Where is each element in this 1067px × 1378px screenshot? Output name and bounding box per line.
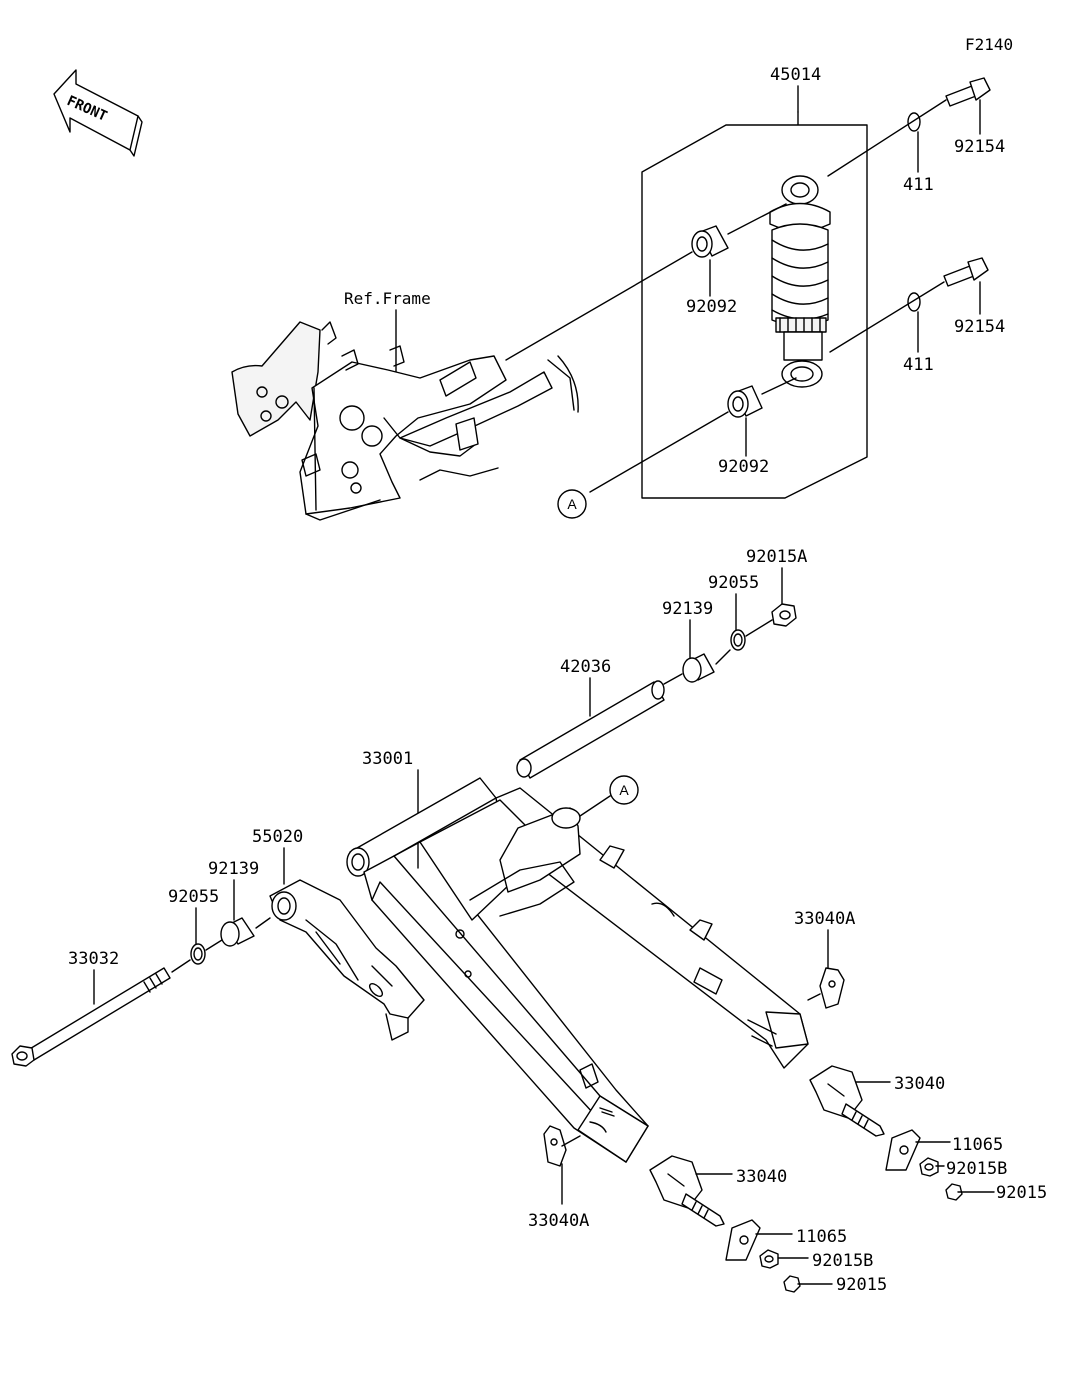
- label-92015-right: 92015: [996, 1183, 1047, 1203]
- label-33040-left: 33040: [736, 1167, 787, 1187]
- label-92015A: 92015A: [746, 547, 807, 567]
- adjuster-right: [809, 1065, 885, 1137]
- label-33001: 33001: [362, 749, 413, 769]
- frame-reference: [231, 321, 579, 521]
- nut-b-left: [759, 1249, 779, 1269]
- nut-pivot: [771, 603, 797, 627]
- nut-b-right: [919, 1157, 939, 1177]
- marker-a-lower: [609, 775, 639, 805]
- label-92055-right: 92055: [708, 573, 759, 593]
- swingarm: [346, 777, 809, 1163]
- pivot-shaft: [11, 967, 171, 1067]
- label-55020: 55020: [252, 827, 303, 847]
- nut-right: [945, 1183, 963, 1201]
- collar-left: [220, 917, 255, 947]
- bushing-bottom: [727, 385, 763, 418]
- label-45014: 45014: [770, 65, 821, 85]
- label-33040A-left: 33040A: [528, 1211, 589, 1231]
- label-11065-left: 11065: [796, 1227, 847, 1247]
- bracket-left: [725, 1219, 761, 1261]
- adjuster-left: [649, 1155, 725, 1227]
- label-92154-top: 92154: [954, 137, 1005, 157]
- marker-a-lower-label: A: [619, 782, 629, 798]
- shock-bolt-bottom: [943, 257, 989, 287]
- pivot-sleeve: [516, 680, 665, 779]
- label-33040A-right: 33040A: [794, 909, 855, 929]
- oring-left: [190, 943, 206, 965]
- nut-left: [783, 1275, 801, 1293]
- bushing-top: [691, 225, 729, 258]
- shock-bracket-outline: [641, 111, 868, 499]
- ref-frame-label: Ref.Frame: [344, 289, 431, 308]
- label-411-bottom: 411: [903, 355, 934, 375]
- label-33040-right: 33040: [894, 1074, 945, 1094]
- label-92139-left: 92139: [208, 859, 259, 879]
- label-92015B-right: 92015B: [946, 1159, 1007, 1179]
- label-92055-left: 92055: [168, 887, 219, 907]
- oring-right: [730, 629, 746, 651]
- label-92139-right: 92139: [662, 599, 713, 619]
- marker-a-upper-label: A: [567, 496, 577, 512]
- bracket-right: [885, 1129, 921, 1171]
- figure-code: F2140: [965, 35, 1013, 54]
- front-arrow-icon: FRONT: [53, 69, 143, 157]
- collar-right: [682, 653, 715, 683]
- shock-absorber: [769, 175, 831, 388]
- marker-a-upper: [557, 489, 587, 519]
- label-92015-left: 92015: [836, 1275, 887, 1295]
- shock-bolt-top: [945, 77, 991, 107]
- label-42036: 42036: [560, 657, 611, 677]
- label-92092-bottom: 92092: [718, 457, 769, 477]
- label-92015B-left: 92015B: [812, 1251, 873, 1271]
- washer-top: [907, 112, 921, 132]
- chain-guide: [269, 879, 425, 1041]
- label-11065-right: 11065: [952, 1135, 1003, 1155]
- washer-bottom: [907, 292, 921, 312]
- plate-right: [819, 967, 845, 1009]
- label-92092-top: 92092: [686, 297, 737, 317]
- plate-left: [543, 1125, 567, 1167]
- label-92154-bottom: 92154: [954, 317, 1005, 337]
- label-33032: 33032: [68, 949, 119, 969]
- label-411-top: 411: [903, 175, 934, 195]
